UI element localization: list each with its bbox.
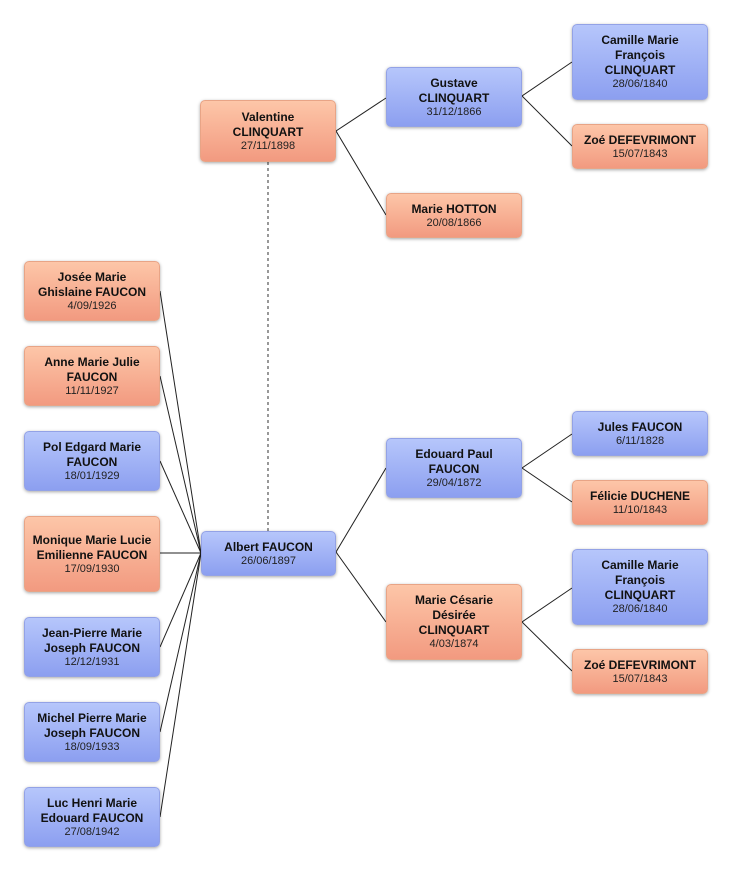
person-marie-hotton[interactable]: Marie HOTTON 20/08/1866 [386, 193, 522, 238]
person-zoe-defevrimont-1[interactable]: Zoé DEFEVRIMONT 15/07/1843 [572, 124, 708, 169]
person-name: Félicie DUCHENE [589, 488, 691, 503]
child-card[interactable]: Michel Pierre Marie Joseph FAUCON 18/09/… [24, 702, 160, 762]
link-child-5 [159, 552, 202, 648]
person-name: Jean-Pierre Marie Joseph FAUCON [41, 625, 143, 655]
link-cesarie-parents [521, 587, 573, 672]
link-child-2 [159, 375, 202, 554]
link-child-3 [159, 460, 202, 554]
person-marie-cesarie-clinquart[interactable]: Marie Césarie Désirée CLINQUART 4/03/187… [386, 584, 522, 660]
person-date: 4/09/1926 [67, 299, 117, 312]
person-date: 15/07/1843 [612, 147, 668, 160]
person-name: Josée Marie Ghislaine FAUCON [37, 269, 147, 299]
person-date: 15/07/1843 [612, 672, 668, 685]
person-name: Gustave CLINQUART [418, 75, 490, 105]
child-card[interactable]: Jean-Pierre Marie Joseph FAUCON 12/12/19… [24, 617, 160, 677]
person-valentine-clinquart[interactable]: Valentine CLINQUART 27/11/1898 [200, 100, 336, 162]
link-albert-parents [335, 467, 387, 623]
link-child-7 [159, 552, 202, 818]
person-date: 27/08/1942 [64, 825, 120, 838]
person-date: 11/10/1843 [612, 503, 668, 516]
person-name: Marie Césarie Désirée CLINQUART [414, 593, 494, 637]
link-child-6 [159, 552, 202, 733]
link-edouard-parents [521, 433, 573, 503]
person-date: 18/09/1933 [64, 740, 120, 753]
person-camille-clinquart-2[interactable]: Camille Marie François CLINQUART 28/06/1… [572, 549, 708, 625]
link-gustave-parents [521, 61, 573, 147]
person-name: Camille Marie François CLINQUART [601, 558, 679, 602]
person-date: 12/12/1931 [64, 655, 120, 668]
person-date: 11/11/1927 [65, 384, 119, 397]
person-name: Jules FAUCON [597, 419, 683, 434]
person-name: Valentine CLINQUART [232, 109, 304, 139]
person-name: Luc Henri Marie Edouard FAUCON [40, 795, 144, 825]
person-name: Edouard Paul FAUCON [415, 446, 493, 476]
person-jules-faucon[interactable]: Jules FAUCON 6/11/1828 [572, 411, 708, 456]
person-name: Zoé DEFEVRIMONT [583, 132, 696, 147]
child-card[interactable]: Pol Edgard Marie FAUCON 18/01/1929 [24, 431, 160, 491]
person-date: 4/03/1874 [429, 638, 479, 650]
person-name: Camille Marie François CLINQUART [601, 33, 679, 77]
person-date: 29/04/1872 [426, 476, 482, 489]
person-date: 31/12/1866 [426, 105, 482, 118]
person-name: Anne Marie Julie FAUCON [44, 354, 140, 384]
link-child-1 [159, 290, 202, 554]
person-date: 17/09/1930 [64, 562, 120, 575]
link-valentine-parents [335, 97, 387, 216]
person-date: 27/11/1898 [240, 139, 296, 152]
person-date: 28/06/1840 [612, 78, 668, 90]
person-name: Michel Pierre Marie Joseph FAUCON [37, 710, 147, 740]
person-edouard-faucon[interactable]: Edouard Paul FAUCON 29/04/1872 [386, 438, 522, 498]
person-date: 28/06/1840 [612, 603, 668, 615]
child-card[interactable]: Monique Marie Lucie Emilienne FAUCON 17/… [24, 516, 160, 592]
person-date: 6/11/1828 [615, 434, 665, 447]
child-card[interactable]: Luc Henri Marie Edouard FAUCON 27/08/194… [24, 787, 160, 847]
person-felicie-duchene[interactable]: Félicie DUCHENE 11/10/1843 [572, 480, 708, 525]
person-zoe-defevrimont-2[interactable]: Zoé DEFEVRIMONT 15/07/1843 [572, 649, 708, 694]
person-name: Pol Edgard Marie FAUCON [42, 439, 142, 469]
person-name: Marie HOTTON [411, 201, 497, 216]
child-card[interactable]: Josée Marie Ghislaine FAUCON 4/09/1926 [24, 261, 160, 321]
person-date: 20/08/1866 [426, 216, 482, 229]
person-name: Monique Marie Lucie Emilienne FAUCON [32, 532, 152, 562]
person-gustave-clinquart[interactable]: Gustave CLINQUART 31/12/1866 [386, 67, 522, 127]
person-name: Albert FAUCON [224, 539, 313, 554]
person-name: Zoé DEFEVRIMONT [583, 657, 696, 672]
person-date: 26/06/1897 [240, 554, 297, 567]
person-date: 18/01/1929 [64, 469, 120, 482]
person-camille-clinquart-1[interactable]: Camille Marie François CLINQUART 28/06/1… [572, 24, 708, 100]
person-albert-faucon[interactable]: Albert FAUCON 26/06/1897 [201, 531, 336, 576]
child-card[interactable]: Anne Marie Julie FAUCON 11/11/1927 [24, 346, 160, 406]
